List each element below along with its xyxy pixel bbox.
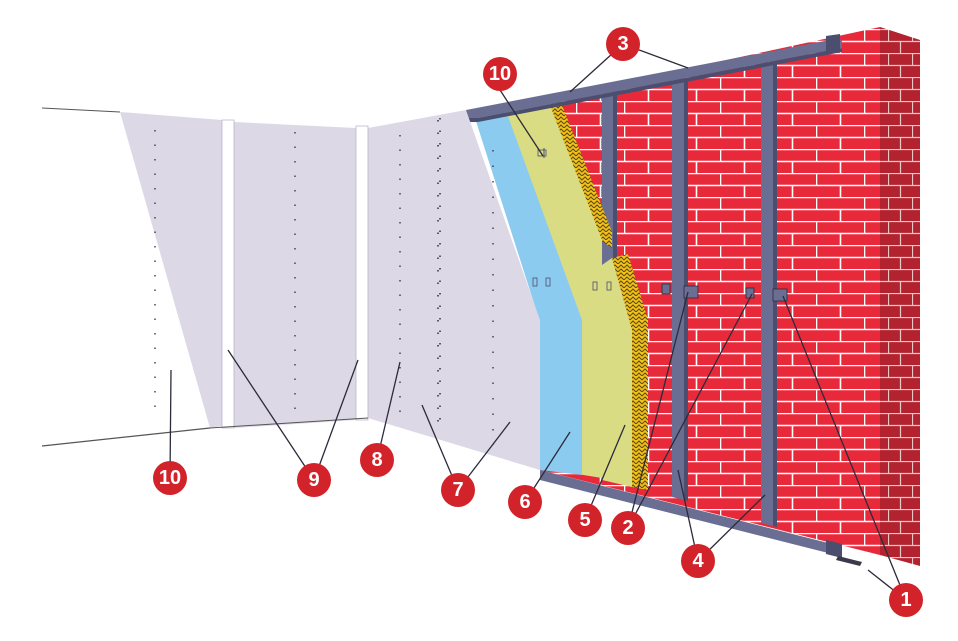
top-guide-profile [466, 34, 842, 158]
callout-3: 3 [606, 27, 640, 61]
board-front [368, 110, 540, 470]
stud-2 [672, 79, 684, 500]
callout-10-bottom: 10 [153, 461, 187, 495]
callout-4: 4 [681, 544, 715, 578]
callout-5: 5 [568, 503, 602, 537]
blue-board-layer [474, 108, 612, 475]
svg-text:7: 7 [452, 479, 463, 501]
svg-text:6: 6 [519, 491, 530, 513]
leader-lines [169, 43, 907, 601]
board-seam-right [355, 125, 369, 421]
svg-text:4: 4 [692, 550, 704, 572]
callout-8: 8 [360, 443, 394, 477]
svg-text:1: 1 [900, 589, 911, 611]
brick-wall-side [880, 27, 920, 566]
svg-text:10: 10 [159, 467, 181, 489]
svg-text:5: 5 [579, 509, 590, 531]
svg-text:3: 3 [617, 33, 628, 55]
bottom-guide-profile [540, 470, 862, 566]
board-middle [234, 122, 356, 428]
board-seam-left [221, 119, 235, 429]
callout-6: 6 [508, 485, 542, 519]
svg-text:9: 9 [308, 469, 319, 491]
callout-1: 1 [889, 583, 923, 617]
callout-10-top: 10 [483, 57, 517, 91]
svg-text:2: 2 [622, 517, 633, 539]
svg-text:10: 10 [489, 63, 511, 85]
callouts: 1 2 3 4 5 6 7 8 [153, 27, 923, 617]
callout-7: 7 [441, 473, 475, 507]
svg-text:8: 8 [371, 449, 382, 471]
adjacent-wall [41, 107, 369, 447]
callout-2: 2 [611, 511, 645, 545]
gypsum-boards [120, 110, 540, 470]
board-far-left [120, 112, 222, 428]
stud-3 [761, 63, 773, 526]
callout-9: 9 [297, 463, 331, 497]
